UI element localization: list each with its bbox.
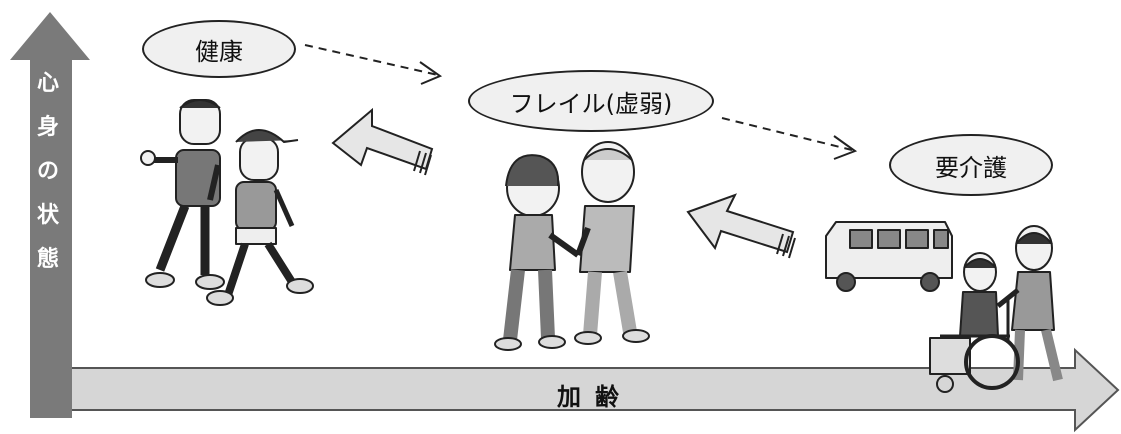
- progress-arrow-2: [721, 117, 858, 160]
- stage-frail-bubble: フレイル(虚弱): [468, 70, 714, 132]
- care-illustration: [825, 221, 1063, 393]
- vertical-label-char: 身: [36, 115, 59, 140]
- vertical-label-char: の: [36, 159, 59, 184]
- vertical-label-char: 心: [36, 71, 59, 96]
- stage-healthy-bubble: 健康: [142, 20, 296, 78]
- vertical-label-char: 態: [36, 247, 59, 272]
- joggers-illustration: [140, 99, 314, 306]
- aging-arrow: [59, 347, 1120, 433]
- aging-label: 加齢: [557, 383, 633, 411]
- stage-care-bubble: 要介護: [889, 134, 1053, 196]
- return-arrow-2: [686, 193, 796, 259]
- return-arrow-1: [331, 107, 434, 176]
- progress-arrow-1: [304, 44, 443, 85]
- couple-illustration: [494, 141, 650, 351]
- vertical-label-char: 状: [36, 203, 59, 228]
- mind-body-state-label: 心 身 の 状 態: [30, 62, 66, 282]
- mind-body-arrow: [10, 12, 90, 418]
